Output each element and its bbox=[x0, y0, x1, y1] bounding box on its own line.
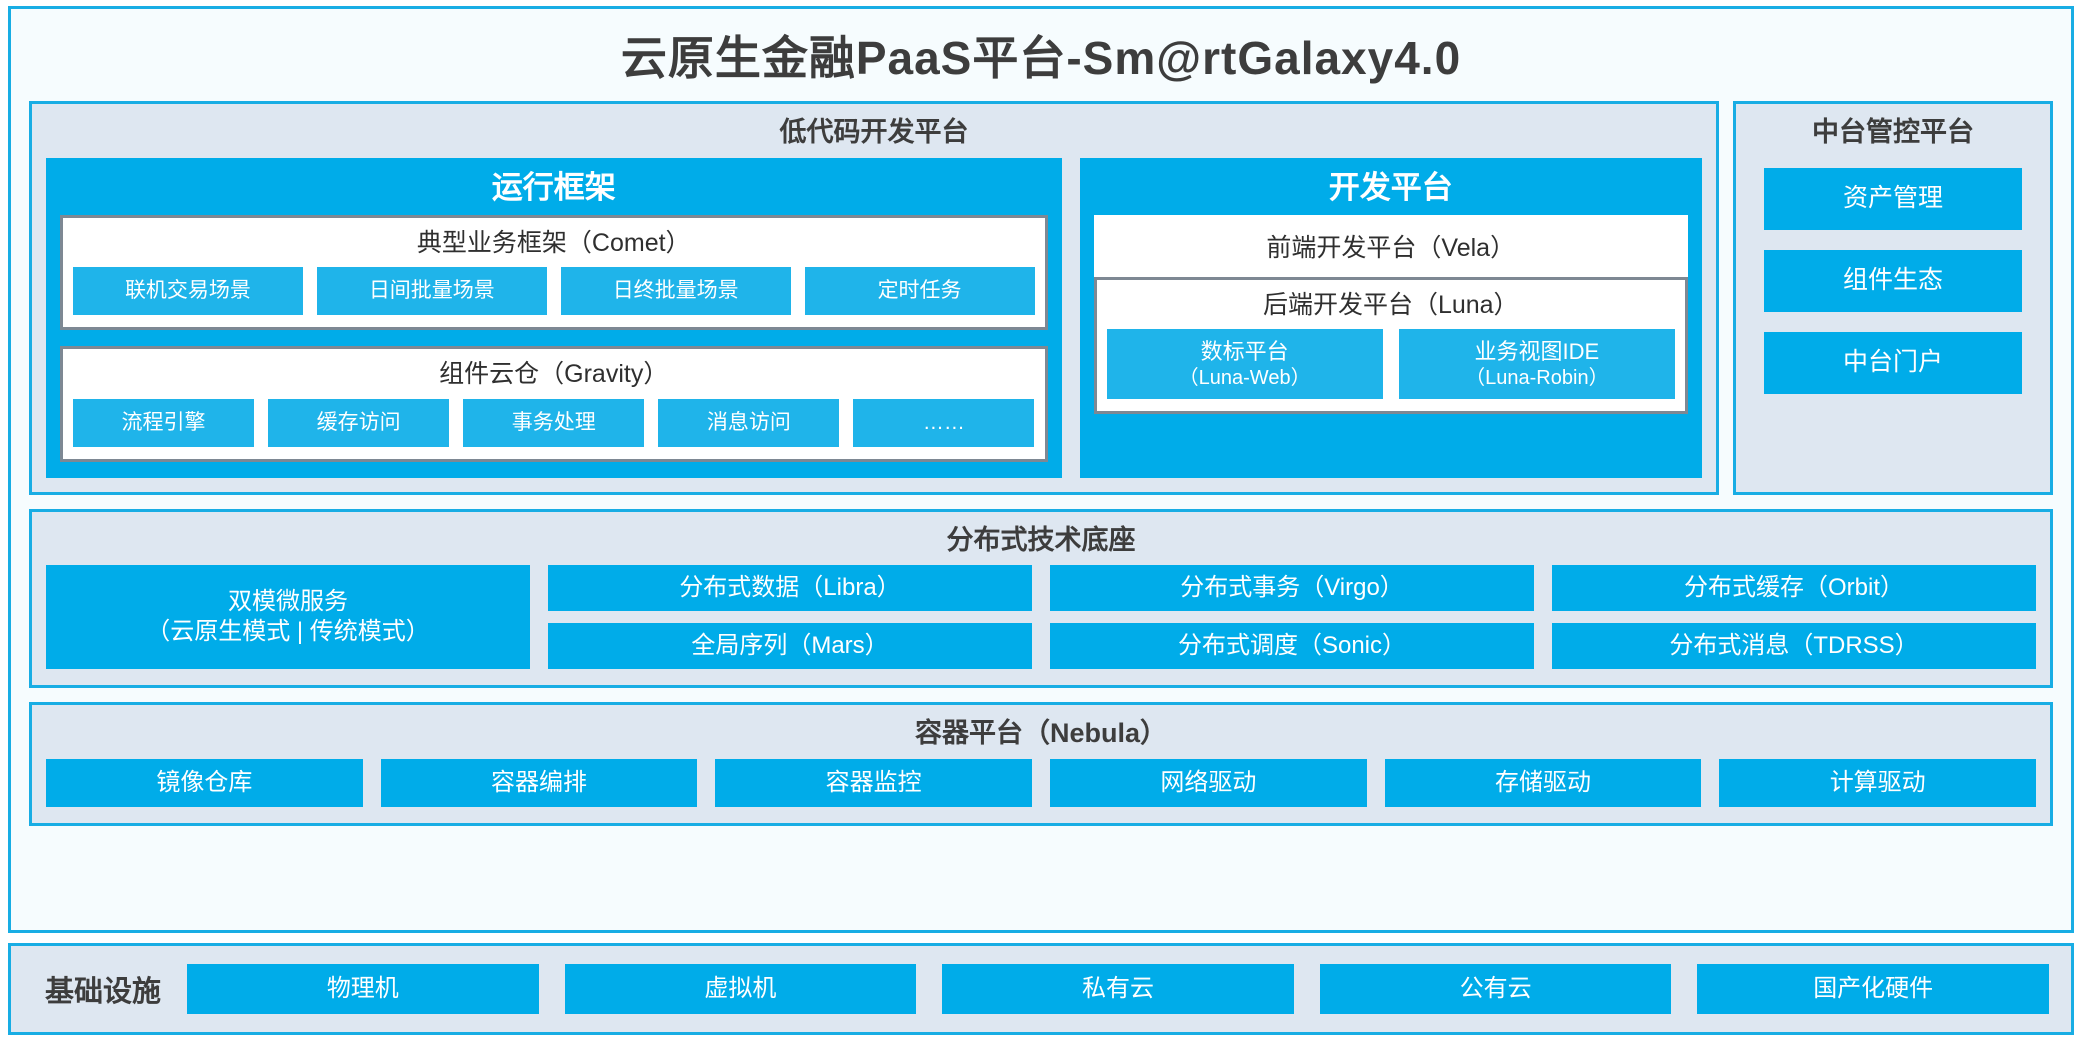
tile-distributed-transaction[interactable]: 分布式事务（Virgo） bbox=[1050, 565, 1534, 612]
tile-comet-item[interactable]: 日间批量场景 bbox=[316, 267, 547, 316]
backend-items: 数标平台 （Luna-Web） 业务视图IDE （Luna-Robin） bbox=[1106, 329, 1675, 400]
tile-luna-robin[interactable]: 业务视图IDE （Luna-Robin） bbox=[1398, 329, 1675, 400]
tile-container-orchestration[interactable]: 容器编排 bbox=[380, 759, 698, 808]
tile-distributed-message[interactable]: 分布式消息（TDRSS） bbox=[1552, 623, 2036, 670]
dist-col-microservice: 双模微服务 （云原生模式 | 传统模式） bbox=[46, 565, 530, 670]
devplatform-title: 开发平台 bbox=[1328, 169, 1453, 205]
tile-distributed-data[interactable]: 分布式数据（Libra） bbox=[548, 565, 1032, 612]
tile-gravity-item[interactable]: 流程引擎 bbox=[73, 398, 255, 447]
runtime-title: 运行框架 bbox=[491, 169, 616, 205]
tile-domestic-hardware[interactable]: 国产化硬件 bbox=[1697, 964, 2049, 1014]
container-platform-title: 容器平台（Nebula） bbox=[914, 718, 1168, 749]
comet-items: 联机交易场景 日间批量场景 日终批量场景 定时任务 bbox=[73, 267, 1035, 316]
section-distributed-base: 分布式技术底座 双模微服务 （云原生模式 | 传统模式） 分布式数据（Libra… bbox=[29, 508, 2053, 689]
microservice-modes: （云原生模式 | 传统模式） bbox=[146, 618, 430, 646]
gravity-title: 组件云仓（Gravity） bbox=[439, 360, 669, 389]
luna-robin-code: （Luna-Robin） bbox=[1465, 366, 1609, 389]
section-lowcode-platform: 低代码开发平台 运行框架 典型业务框架（Comet） 联机交易场景 日间批量场景… bbox=[29, 101, 1719, 495]
tile-distributed-cache[interactable]: 分布式缓存（Orbit） bbox=[1552, 565, 2036, 612]
card-gravity: 组件云仓（Gravity） 流程引擎 缓存访问 事务处理 消息访问 …… bbox=[60, 346, 1048, 462]
tile-frontend-vela[interactable]: 前端开发平台（Vela） bbox=[1093, 214, 1688, 277]
tile-storage-driver[interactable]: 存储驱动 bbox=[1384, 759, 1702, 808]
tile-asset-management[interactable]: 资产管理 bbox=[1764, 167, 2022, 230]
gravity-items: 流程引擎 缓存访问 事务处理 消息访问 …… bbox=[73, 398, 1035, 447]
platform-stack: 低代码开发平台 运行框架 典型业务框架（Comet） 联机交易场景 日间批量场景… bbox=[29, 101, 2053, 916]
tile-virtual-machine[interactable]: 虚拟机 bbox=[564, 964, 917, 1014]
tile-public-cloud[interactable]: 公有云 bbox=[1319, 964, 1672, 1014]
tile-network-driver[interactable]: 网络驱动 bbox=[1050, 759, 1367, 808]
lowcode-body: 运行框架 典型业务框架（Comet） 联机交易场景 日间批量场景 日终批量场景 … bbox=[32, 157, 1716, 492]
tile-compute-driver[interactable]: 计算驱动 bbox=[1719, 759, 2037, 808]
distributed-base-title: 分布式技术底座 bbox=[946, 524, 1136, 555]
luna-robin-name: 业务视图IDE bbox=[1474, 339, 1600, 365]
dist-col-1: 分布式数据（Libra） 全局序列（Mars） bbox=[548, 565, 1032, 670]
lowcode-title: 低代码开发平台 bbox=[779, 117, 969, 147]
upper-row: 低代码开发平台 运行框架 典型业务框架（Comet） 联机交易场景 日间批量场景… bbox=[29, 101, 2053, 495]
distributed-base-body: 双模微服务 （云原生模式 | 传统模式） 分布式数据（Libra） 全局序列（M… bbox=[32, 565, 2050, 685]
luna-web-code: （Luna-Web） bbox=[1178, 366, 1311, 389]
tile-global-sequence[interactable]: 全局序列（Mars） bbox=[548, 623, 1032, 670]
tile-component-ecosystem[interactable]: 组件生态 bbox=[1764, 249, 2022, 312]
infrastructure-label: 基础设施 bbox=[45, 976, 162, 1008]
luna-web-name: 数标平台 bbox=[1200, 339, 1289, 365]
container-platform-items: 镜像仓库 容器编排 容器监控 网络驱动 存储驱动 计算驱动 bbox=[32, 759, 2050, 823]
dist-col-2: 分布式事务（Virgo） 分布式调度（Sonic） bbox=[1050, 565, 1534, 670]
tile-midend-portal[interactable]: 中台门户 bbox=[1764, 331, 2022, 394]
tile-gravity-item[interactable]: 事务处理 bbox=[463, 398, 645, 447]
comet-title: 典型业务框架（Comet） bbox=[416, 228, 691, 257]
tile-comet-item[interactable]: 联机交易场景 bbox=[73, 267, 303, 316]
backend-title: 后端开发平台（Luna） bbox=[1262, 290, 1519, 319]
tile-comet-item[interactable]: 日终批量场景 bbox=[560, 267, 791, 316]
infrastructure-items: 物理机 虚拟机 私有云 公有云 国产化硬件 bbox=[187, 964, 2049, 1014]
tile-distributed-scheduling[interactable]: 分布式调度（Sonic） bbox=[1050, 623, 1534, 670]
section-infrastructure: 基础设施 物理机 虚拟机 私有云 公有云 国产化硬件 bbox=[8, 943, 2074, 1035]
tile-physical-machine[interactable]: 物理机 bbox=[187, 964, 539, 1014]
control-platform-title: 中台管控平台 bbox=[1812, 117, 1974, 147]
panel-dev-platform: 开发平台 前端开发平台（Vela） 后端开发平台（Luna） 数标平台 （Lun… bbox=[1079, 157, 1702, 478]
panel-runtime-framework: 运行框架 典型业务框架（Comet） 联机交易场景 日间批量场景 日终批量场景 … bbox=[46, 157, 1062, 478]
control-platform-items: 资产管理 组件生态 中台门户 bbox=[1736, 158, 2050, 492]
page-title: 云原生金融PaaS平台-Sm@rtGalaxy4.0 bbox=[620, 32, 1462, 84]
card-comet: 典型业务框架（Comet） 联机交易场景 日间批量场景 日终批量场景 定时任务 bbox=[60, 214, 1048, 331]
tile-container-monitoring[interactable]: 容器监控 bbox=[715, 759, 1033, 808]
tile-gravity-item[interactable]: 消息访问 bbox=[658, 398, 840, 447]
microservice-name: 双模微服务 bbox=[228, 588, 348, 616]
tile-luna-web[interactable]: 数标平台 （Luna-Web） bbox=[1106, 329, 1383, 400]
tile-image-registry[interactable]: 镜像仓库 bbox=[46, 759, 363, 808]
tile-comet-item[interactable]: 定时任务 bbox=[804, 267, 1035, 316]
tile-dual-mode-microservice[interactable]: 双模微服务 （云原生模式 | 传统模式） bbox=[46, 565, 530, 670]
tile-private-cloud[interactable]: 私有云 bbox=[942, 964, 1294, 1014]
section-container-platform: 容器平台（Nebula） 镜像仓库 容器编排 容器监控 网络驱动 存储驱动 计算… bbox=[29, 702, 2053, 827]
card-backend-luna: 后端开发平台（Luna） 数标平台 （Luna-Web） 业务视图IDE （Lu… bbox=[1093, 276, 1688, 415]
platform-frame: 云原生金融PaaS平台-Sm@rtGalaxy4.0 低代码开发平台 运行框架 … bbox=[8, 6, 2074, 933]
dist-col-3: 分布式缓存（Orbit） 分布式消息（TDRSS） bbox=[1552, 565, 2036, 670]
tile-gravity-item[interactable]: 缓存访问 bbox=[268, 398, 450, 447]
section-control-platform: 中台管控平台 资产管理 组件生态 中台门户 bbox=[1733, 101, 2053, 495]
tile-gravity-more[interactable]: …… bbox=[853, 398, 1035, 447]
